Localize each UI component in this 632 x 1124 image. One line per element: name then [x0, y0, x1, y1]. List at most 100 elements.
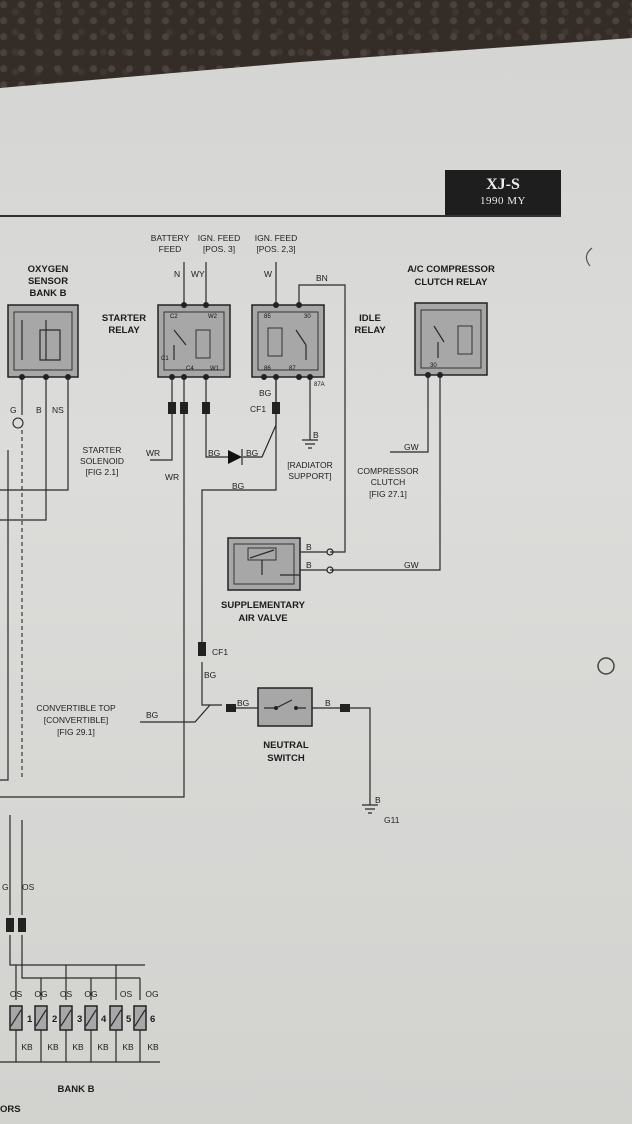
injector-number-1: 1: [27, 1014, 33, 1025]
wire-wy: WY: [191, 269, 205, 279]
starter-pin-w2: W2: [208, 314, 218, 320]
compressor-clutch-label-1: COMPRESSOR: [357, 466, 418, 476]
starter-solenoid-label-3: [FIG 2.1]: [85, 467, 118, 477]
model-year: 1990 MY: [480, 195, 526, 207]
starter-pin-c2: C2: [170, 314, 178, 320]
battery-feed-label-2: FEED: [159, 244, 182, 254]
ac-compressor-relay: 30 A/C COMPRESSOR CLUTCH RELAY: [407, 264, 495, 378]
wire-b-idle: B: [313, 430, 319, 440]
ign-feed-pos3-label-2: [POS. 3]: [203, 244, 235, 254]
ign-feed-pos23-label-1: IGN. FEED: [255, 233, 298, 243]
neutral-switch-label-2: SWITCH: [267, 753, 305, 764]
starter-relay-label-1: STARTER: [102, 313, 146, 324]
injector-top-label-4: OG: [84, 989, 97, 999]
oxygen-sensor-label-2: SENSOR: [28, 276, 68, 287]
injector-number-3: 3: [77, 1014, 82, 1025]
convertible-top-label-3: [FIG 29.1]: [57, 727, 95, 737]
injector-number-2: 2: [52, 1014, 57, 1025]
wire-g-left: G: [2, 882, 9, 892]
radiator-support-label-1: [RADIATOR: [287, 460, 333, 470]
wire-bg-lower: BG: [204, 670, 216, 680]
idle-relay-label-2: RELAY: [354, 325, 386, 336]
injector-bottom-label-3: KB: [72, 1042, 84, 1052]
neutral-switch-label-1: NEUTRAL: [263, 740, 309, 751]
wire-bg-diode-out: BG: [246, 448, 258, 458]
sav-label-2: AIR VALVE: [238, 613, 287, 624]
idle-pin-87a: 87A: [314, 382, 325, 388]
wire-b-sav-2: B: [306, 560, 312, 570]
wire-cf1-lower: CF1: [212, 647, 228, 657]
ac-relay-label-1: A/C COMPRESSOR: [407, 264, 495, 275]
injector-top-label-6: OG: [145, 989, 158, 999]
wire-label-b: B: [36, 405, 42, 415]
starter-pin-c4: C4: [186, 366, 194, 372]
wire-bg-main: BG: [232, 481, 244, 491]
injector-top-label-2: OG: [34, 989, 47, 999]
convertible-top-label-1: CONVERTIBLE TOP: [36, 703, 116, 713]
model-name: XJ-S: [486, 176, 520, 193]
wire-label-ns: NS: [52, 405, 64, 415]
injector-bank-b: OS OG OS OG OS OG 1 2 3 4 5 6 KB KB KB K…: [0, 965, 160, 1115]
compressor-clutch-label-3: [FIG 27.1]: [369, 489, 407, 499]
supplementary-air-valve: SUPPLEMENTARY AIR VALVE: [221, 537, 334, 624]
reference-labels: STARTER SOLENOID [FIG 2.1] [RADIATOR SUP…: [36, 445, 418, 737]
injector-vertical-wires: [0, 965, 160, 1063]
convertible-top-label-2: [CONVERTIBLE]: [44, 715, 109, 725]
wire-b-sav-1: B: [306, 542, 312, 552]
injector-top-label-5: OS: [120, 989, 133, 999]
ign-feed-pos23-label-2: [POS. 2,3]: [256, 244, 295, 254]
ground-g11: G11: [384, 815, 400, 825]
ign-feed-pos3-label-1: IGN. FEED: [198, 233, 241, 243]
compressor-clutch-label-2: CLUTCH: [371, 477, 405, 487]
wire-bg-diode-in: BG: [208, 448, 220, 458]
injector-number-4: 4: [101, 1014, 107, 1025]
injector-bottom-label-1: KB: [21, 1042, 33, 1052]
bank-b-label: BANK B: [58, 1084, 95, 1095]
wire-color-labels: N WY W BN WR WR BG BG BG CF1 B GW GW BG …: [2, 269, 419, 892]
injector-boxes: [9, 1005, 147, 1031]
idle-pin-86: 86: [264, 366, 271, 372]
radiator-support-label-2: SUPPORT]: [288, 471, 331, 481]
idle-relay: 85 30 86 87 87A IDLE RELAY: [251, 302, 386, 388]
oxygen-sensor: OXYGEN SENSOR BANK B G B NS: [7, 264, 79, 415]
idle-relay-label-1: IDLE: [359, 313, 381, 324]
injector-bottom-label-5: KB: [122, 1042, 134, 1052]
wire-os-left: OS: [22, 882, 35, 892]
injector-bottom-label-6: KB: [147, 1042, 159, 1052]
injector-number-5: 5: [126, 1014, 132, 1025]
paper-hole-mark: [597, 657, 615, 675]
idle-pin-85: 85: [264, 314, 271, 320]
wire-bn: BN: [316, 273, 328, 283]
wire-n: N: [174, 269, 180, 279]
pencil-mark: [585, 247, 593, 267]
oxygen-sensor-label-3: BANK B: [30, 288, 67, 299]
wire-gw-1: GW: [404, 442, 419, 452]
wire-bg-conv: BG: [146, 710, 158, 720]
header-rule: [0, 215, 561, 217]
wire-cf1-idle: CF1: [250, 404, 266, 414]
idle-pin-87: 87: [289, 366, 296, 372]
wire-bg-ns: BG: [237, 698, 249, 708]
starter-solenoid-label-2: SOLENOID: [80, 456, 124, 466]
wire-b-ns: B: [325, 698, 331, 708]
wire-label-g: G: [10, 405, 17, 415]
wire-b-ground: B: [375, 795, 381, 805]
injector-top-label-1: OS: [10, 989, 23, 999]
corner-text: ORS: [0, 1104, 21, 1115]
wires: [0, 262, 441, 979]
injector-bottom-label-4: KB: [97, 1042, 109, 1052]
ac-pin-30: 30: [430, 363, 437, 369]
neutral-switch: NEUTRAL SWITCH: [226, 687, 350, 764]
sav-label-1: SUPPLEMENTARY: [221, 600, 306, 611]
idle-pin-30: 30: [304, 314, 311, 320]
wire-w: W: [264, 269, 272, 279]
connectors: [6, 402, 280, 932]
feed-labels: BATTERY FEED IGN. FEED [POS. 3] IGN. FEE…: [151, 233, 297, 254]
wire-wr-1: WR: [146, 448, 160, 458]
starter-relay: C2 W2 C1 C4 W1 STARTER RELAY: [102, 302, 231, 380]
starter-solenoid-label-1: STARTER: [83, 445, 122, 455]
battery-feed-label-1: BATTERY: [151, 233, 190, 243]
starter-pin-c1: C1: [161, 356, 169, 362]
wire-wr-2: WR: [165, 472, 179, 482]
